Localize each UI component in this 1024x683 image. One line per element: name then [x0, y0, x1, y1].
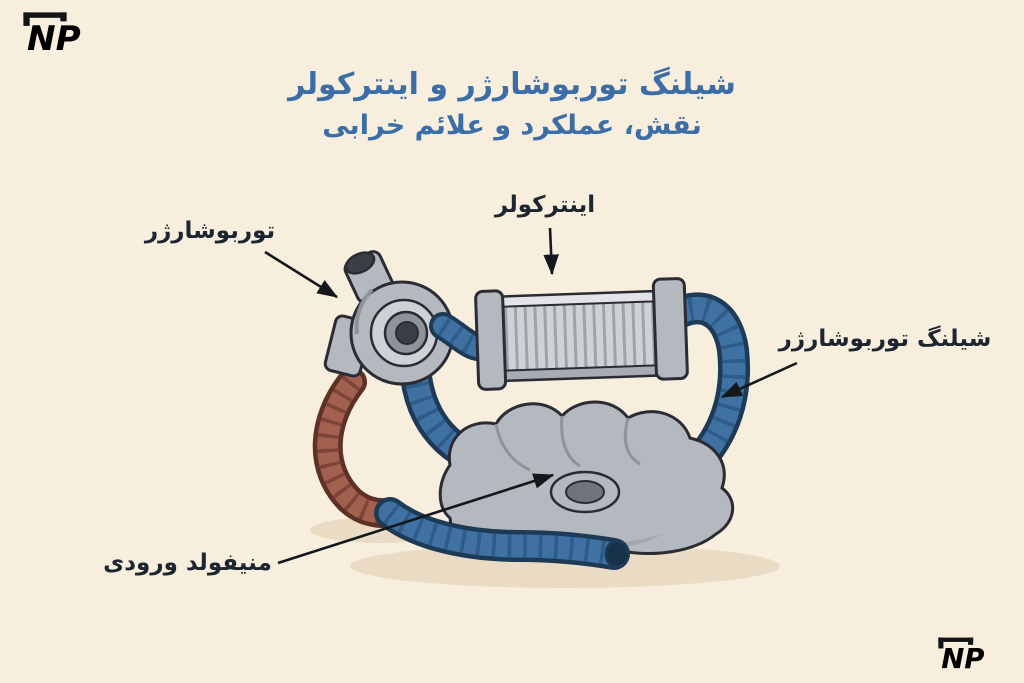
np-logo-icon-small: NP	[938, 637, 985, 675]
annotation-arrows	[264, 227, 798, 565]
intercooler-illustration	[474, 277, 689, 391]
label-intake-manifold: منیفولد ورودی	[103, 550, 272, 576]
np-logo-icon: NP	[23, 12, 81, 59]
arrow-turbocharger	[264, 250, 339, 299]
page-title: شیلنگ توربوشارژر و اینترکولر نقش، عملکرد…	[0, 64, 1024, 147]
label-intercooler: اینترکولر	[494, 192, 596, 218]
brand-logo-bottom: NP	[934, 634, 992, 676]
logo-text-top: NP	[27, 19, 81, 59]
arrow-turbo-hose	[720, 361, 798, 399]
title-line-1: شیلنگ توربوشارژر و اینترکولر	[288, 67, 736, 102]
turbo-hose-bottom	[374, 497, 630, 570]
arrow-intake-manifold	[277, 473, 555, 565]
red-hose	[312, 367, 405, 529]
label-turbocharger: توربوشارژر	[144, 218, 276, 244]
brand-logo-top: NP	[18, 8, 90, 60]
turbocharger-illustration	[323, 250, 455, 386]
label-turbo-hose: شیلنگ توربوشارژر	[778, 326, 992, 352]
logo-text-bottom: NP	[941, 643, 984, 675]
arrow-intercooler	[543, 227, 559, 276]
title-line-2: نقش، عملکرد و علائم خرابی	[322, 110, 702, 141]
